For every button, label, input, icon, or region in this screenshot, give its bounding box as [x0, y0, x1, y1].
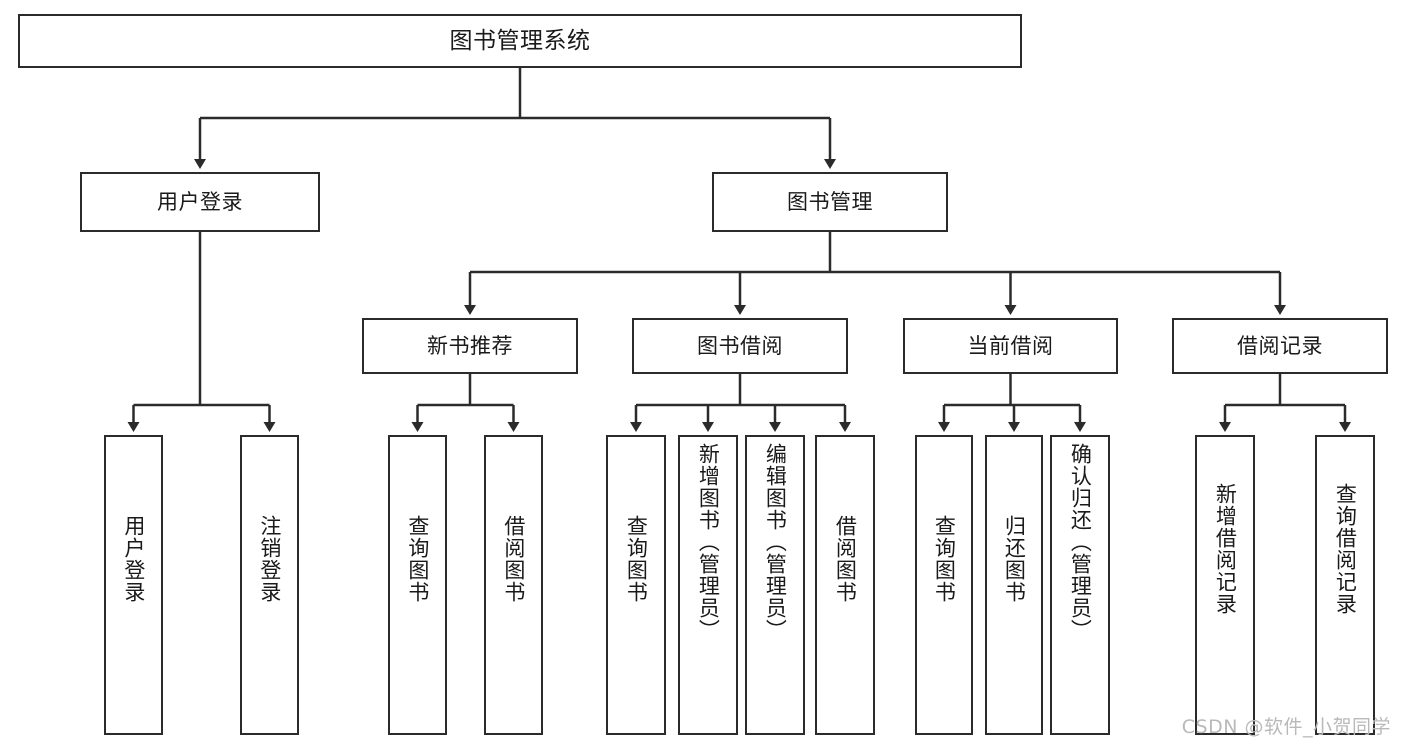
- node-leaf-user-login[interactable]: 用户登录: [104, 435, 163, 735]
- watermark: CSDN @软件_小贺同学: [1181, 716, 1391, 738]
- node-label: 确认归还（管理员）: [1068, 443, 1093, 641]
- node-root[interactable]: 图书管理系统: [18, 14, 1022, 68]
- node-label: 新增借阅记录: [1213, 483, 1238, 615]
- node-label: 借阅图书: [501, 515, 526, 603]
- node-leaf-add-record[interactable]: 新增借阅记录: [1195, 435, 1255, 735]
- node-label: 用户登录: [121, 515, 146, 603]
- node-book-manage[interactable]: 图书管理: [712, 172, 948, 232]
- node-current-borrow[interactable]: 当前借阅: [903, 318, 1118, 374]
- node-leaf-confirm-return[interactable]: 确认归还（管理员）: [1050, 435, 1110, 735]
- node-leaf-logout[interactable]: 注销登录: [240, 435, 299, 735]
- node-label: 借阅记录: [1237, 333, 1323, 358]
- node-label: 借阅图书: [833, 515, 858, 603]
- node-label: 图书管理: [787, 189, 873, 214]
- node-leaf-query-book-1[interactable]: 查询图书: [388, 435, 447, 735]
- node-label: 新书推荐: [427, 333, 513, 358]
- node-leaf-query-record[interactable]: 查询借阅记录: [1315, 435, 1375, 735]
- node-label: 查询图书: [405, 515, 430, 603]
- node-label: 新增图书（管理员）: [696, 443, 721, 641]
- node-leaf-query-book-3[interactable]: 查询图书: [915, 435, 973, 735]
- node-label: 查询图书: [932, 515, 957, 603]
- node-leaf-edit-book[interactable]: 编辑图书（管理员）: [745, 435, 805, 735]
- node-book-borrow[interactable]: 图书借阅: [632, 318, 848, 374]
- node-label: 查询图书: [624, 515, 649, 603]
- node-leaf-borrow-book-2[interactable]: 借阅图书: [815, 435, 875, 735]
- node-leaf-add-book[interactable]: 新增图书（管理员）: [678, 435, 738, 735]
- node-label: 当前借阅: [967, 333, 1054, 358]
- node-label: 编辑图书（管理员）: [763, 443, 788, 641]
- node-leaf-query-book-2[interactable]: 查询图书: [606, 435, 666, 735]
- node-borrow-record[interactable]: 借阅记录: [1172, 318, 1388, 374]
- node-label: 归还图书: [1002, 515, 1027, 603]
- node-label: 图书管理系统: [449, 27, 591, 54]
- node-user-login[interactable]: 用户登录: [80, 172, 320, 232]
- node-leaf-return-book[interactable]: 归还图书: [985, 435, 1043, 735]
- node-label: 图书借阅: [697, 333, 783, 358]
- node-label: 查询借阅记录: [1333, 483, 1358, 615]
- node-label: 注销登录: [257, 515, 282, 603]
- node-new-book-rec[interactable]: 新书推荐: [362, 318, 578, 374]
- node-label: 用户登录: [157, 189, 243, 214]
- node-leaf-borrow-book-1[interactable]: 借阅图书: [484, 435, 543, 735]
